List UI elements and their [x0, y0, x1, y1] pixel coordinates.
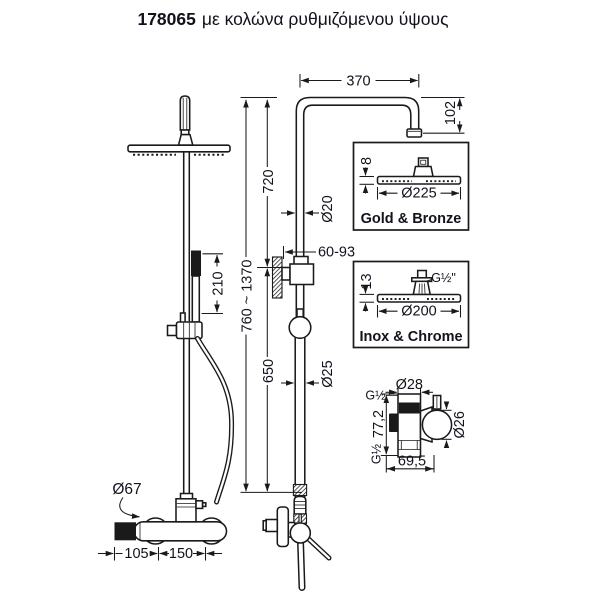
- front-view: 210 Ø67 105 150: [98, 95, 235, 562]
- thread-text-top: G½: [365, 389, 386, 403]
- dim-text-102: 102: [443, 101, 459, 125]
- dim-head-diameter-1: Ø225: [376, 186, 462, 202]
- dim-head-thickness-2: 13: [359, 273, 375, 312]
- dim-text-13: 13: [359, 273, 375, 289]
- hand-shower: [191, 250, 201, 323]
- dim-escutcheon-diameter: Ø67: [112, 481, 142, 519]
- height-adjust-knob: [288, 315, 312, 340]
- dim-text-720: 720: [261, 169, 277, 193]
- dim-text-d20: Ø20: [320, 195, 336, 222]
- wall-bracket: [271, 255, 315, 299]
- dim-text-77-2: 77,2: [371, 410, 387, 438]
- variant-label-gold-bronze: Gold & Bronze: [361, 211, 462, 227]
- dim-text-60-93: 60-93: [318, 245, 355, 261]
- dim-text-210: 210: [210, 271, 226, 295]
- dim-holder-height: 77,2: [371, 393, 398, 457]
- label-top-thread: G½: [365, 389, 398, 403]
- overhead-shower-front: [127, 144, 231, 156]
- dim-handshower-length: 210: [201, 253, 226, 315]
- variant-box: [352, 141, 470, 231]
- dim-text-105: 105: [124, 546, 148, 562]
- dim-text-d28: Ø28: [396, 377, 423, 393]
- thread-label-g12: G½": [431, 271, 456, 285]
- product-description: με κολώνα ρυθμιζόμενου ύψους: [201, 9, 449, 29]
- dim-socket-diameter: Ø26: [441, 401, 468, 449]
- dim-mixer-spacing: 105 150: [98, 546, 222, 562]
- dim-text-760-1370: 760 ~ 1370: [240, 260, 256, 333]
- dim-holder-depth: 69,5: [385, 454, 435, 473]
- shower-arm-front: [177, 95, 194, 146]
- dim-text-8: 8: [359, 157, 375, 165]
- product-code: 178065: [137, 9, 196, 29]
- thread-text-bottom: G½: [370, 443, 384, 464]
- dim-text-d225: Ø225: [401, 186, 436, 202]
- variant-label-inox-chrome: Inox & Chrome: [359, 329, 462, 345]
- variant-box: [352, 260, 470, 349]
- dim-text-650: 650: [261, 359, 277, 383]
- dim-lower-pipe-diameter: Ø25: [281, 360, 336, 388]
- handshower-socket: [421, 409, 453, 441]
- shower-arm-side: [295, 96, 423, 327]
- dim-text-d26: Ø26: [452, 411, 468, 438]
- column-side: [288, 308, 312, 497]
- mixer-front: [114, 492, 228, 545]
- variant-gold-bronze: 8 Ø225 Gold & Bronze: [352, 141, 470, 231]
- dim-text-d67: Ø67: [112, 481, 141, 498]
- dim-text-150: 150: [169, 546, 193, 562]
- dim-wall-distance: 60-93: [282, 245, 355, 261]
- page-title: 178065 με κολώνα ρυθμιζόμενου ύψους: [0, 9, 600, 30]
- dim-text-69-5: 69,5: [398, 454, 426, 470]
- dim-column-heights: 720 650 760 ~ 1370: [240, 96, 302, 493]
- mixer-side: [262, 483, 332, 591]
- dim-head-thickness-1: 8: [359, 157, 375, 194]
- side-view: 370 102 720 650: [240, 74, 465, 591]
- slider-holder: [166, 312, 203, 340]
- dim-text-370: 370: [346, 74, 370, 90]
- dim-arm-drop: 102: [421, 96, 465, 134]
- holder-detail: Ø28 G½ 77,2 Ø26: [365, 377, 468, 473]
- dim-text-d200: Ø200: [401, 304, 436, 320]
- dim-upper-pipe-diameter: Ø20: [281, 195, 336, 223]
- shower-hose: [195, 336, 235, 505]
- variant-inox-chrome: G½" 13 Ø200 Inox & Chrome: [352, 260, 470, 349]
- dim-holder-top-diameter: Ø28: [385, 377, 433, 398]
- dim-arm-reach: 370: [299, 74, 420, 90]
- dim-head-diameter-2: Ø200: [376, 304, 462, 320]
- dim-text-d25: Ø25: [320, 360, 336, 387]
